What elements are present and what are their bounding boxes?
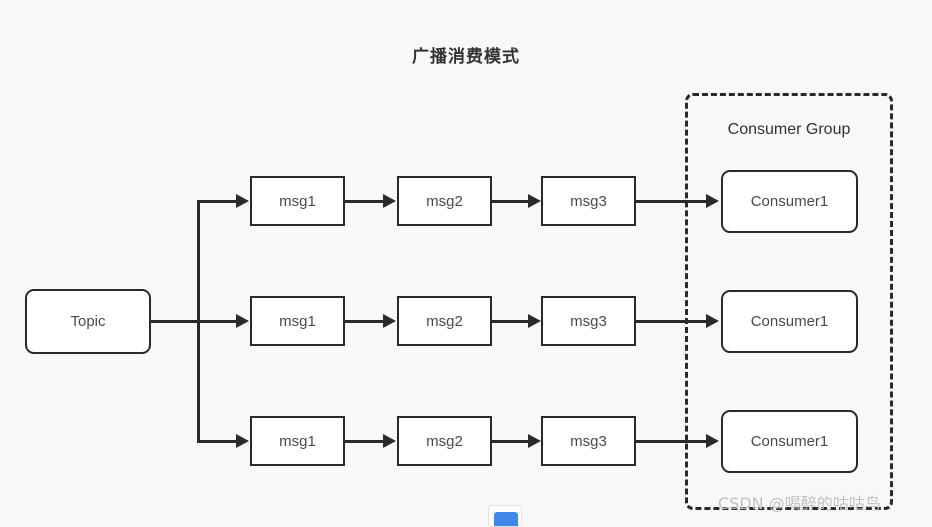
arrow-msg1-to-msg2-row1	[383, 194, 396, 208]
arrow-msg1-to-msg2-row3	[383, 434, 396, 448]
message-node[interactable]: msg3	[541, 296, 636, 346]
topic-node[interactable]: Topic	[25, 289, 151, 354]
consumer-group-container	[685, 93, 893, 510]
branch-line-row1	[197, 200, 239, 203]
message-node[interactable]: msg2	[397, 296, 492, 346]
arrow-msg3-to-consumer-row3	[706, 434, 719, 448]
branch-line-row3	[197, 440, 239, 443]
arrow-msg3-to-consumer-row2	[706, 314, 719, 328]
bottom-toolbar-button[interactable]	[488, 505, 522, 527]
branch-line-row2	[197, 320, 239, 323]
link-msg3-consumer-row1	[636, 200, 714, 203]
watermark: CSDN @喝醉的咕咕鸟	[718, 494, 881, 513]
consumer-node[interactable]: Consumer1	[721, 290, 858, 353]
consumer-group-label: Consumer Group	[727, 121, 851, 138]
message-node[interactable]: msg1	[250, 296, 345, 346]
link-msg1-msg2-row3	[345, 440, 387, 443]
message-node[interactable]: msg3	[541, 416, 636, 466]
message-node[interactable]: msg3	[541, 176, 636, 226]
link-msg1-msg2-row1	[345, 200, 387, 203]
message-node[interactable]: msg2	[397, 416, 492, 466]
arrow-msg2-to-msg3-row3	[528, 434, 541, 448]
arrow-topic-to-msg1-row2	[236, 314, 249, 328]
message-node[interactable]: msg1	[250, 416, 345, 466]
link-msg3-consumer-row3	[636, 440, 714, 443]
link-msg1-msg2-row2	[345, 320, 387, 323]
link-msg2-msg3-row2	[492, 320, 534, 323]
arrow-topic-to-msg1-row1	[236, 194, 249, 208]
arrow-topic-to-msg1-row3	[236, 434, 249, 448]
topic-trunk-line	[151, 320, 200, 323]
consumer-node[interactable]: Consumer1	[721, 170, 858, 233]
message-node[interactable]: msg2	[397, 176, 492, 226]
arrow-msg1-to-msg2-row2	[383, 314, 396, 328]
link-msg2-msg3-row3	[492, 440, 534, 443]
link-msg3-consumer-row2	[636, 320, 714, 323]
page-title: 广播消费模式	[412, 47, 520, 66]
link-msg2-msg3-row1	[492, 200, 534, 203]
consumer-node[interactable]: Consumer1	[721, 410, 858, 473]
arrow-msg2-to-msg3-row1	[528, 194, 541, 208]
arrow-msg2-to-msg3-row2	[528, 314, 541, 328]
message-node[interactable]: msg1	[250, 176, 345, 226]
arrow-msg3-to-consumer-row1	[706, 194, 719, 208]
